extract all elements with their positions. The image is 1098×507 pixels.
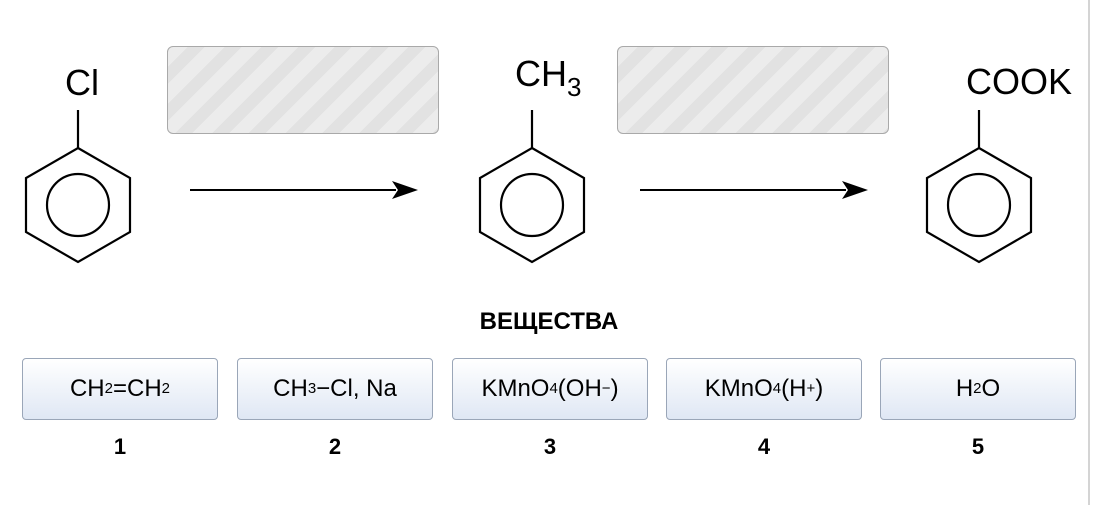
formula-part: ) xyxy=(815,375,824,402)
answer-dropzone-2[interactable] xyxy=(617,46,889,134)
substance-number-3: 3 xyxy=(543,434,557,459)
formula-part: ) xyxy=(610,375,619,402)
formula-part: CH xyxy=(69,375,105,402)
formula-part: O xyxy=(981,375,1001,402)
benzene-ring-1 xyxy=(24,110,132,264)
reaction-scheme: Cl CH3 COOK xyxy=(24,53,1072,264)
molecule-2-label: CH3 xyxy=(515,53,581,102)
formula-part: =CH xyxy=(112,375,162,402)
formula-part: CH xyxy=(273,375,308,402)
substance-number-4: 4 xyxy=(757,434,771,459)
formula-part: −Cl, Na xyxy=(316,375,397,402)
benzene-ring-2 xyxy=(478,110,586,264)
molecule-1-label: Cl xyxy=(65,62,99,103)
substance-number-2: 2 xyxy=(328,434,342,459)
substances-title: ВЕЩЕСТВА xyxy=(479,308,619,335)
reaction-arrow-1 xyxy=(190,181,418,199)
benzene-ring-3 xyxy=(925,110,1033,264)
formula-part: H xyxy=(955,375,974,402)
molecule-3-label: COOK xyxy=(966,61,1072,102)
reaction-arrow-2 xyxy=(640,181,868,199)
formula-part: (OH xyxy=(557,375,602,402)
formula-part: KMnO xyxy=(481,375,550,402)
answer-dropzone-1[interactable] xyxy=(167,46,439,134)
substance-number-5: 5 xyxy=(971,434,985,459)
substance-number-1: 1 xyxy=(113,434,127,459)
formula-part: KMnO xyxy=(704,375,773,402)
formula-part: (H xyxy=(781,375,807,402)
